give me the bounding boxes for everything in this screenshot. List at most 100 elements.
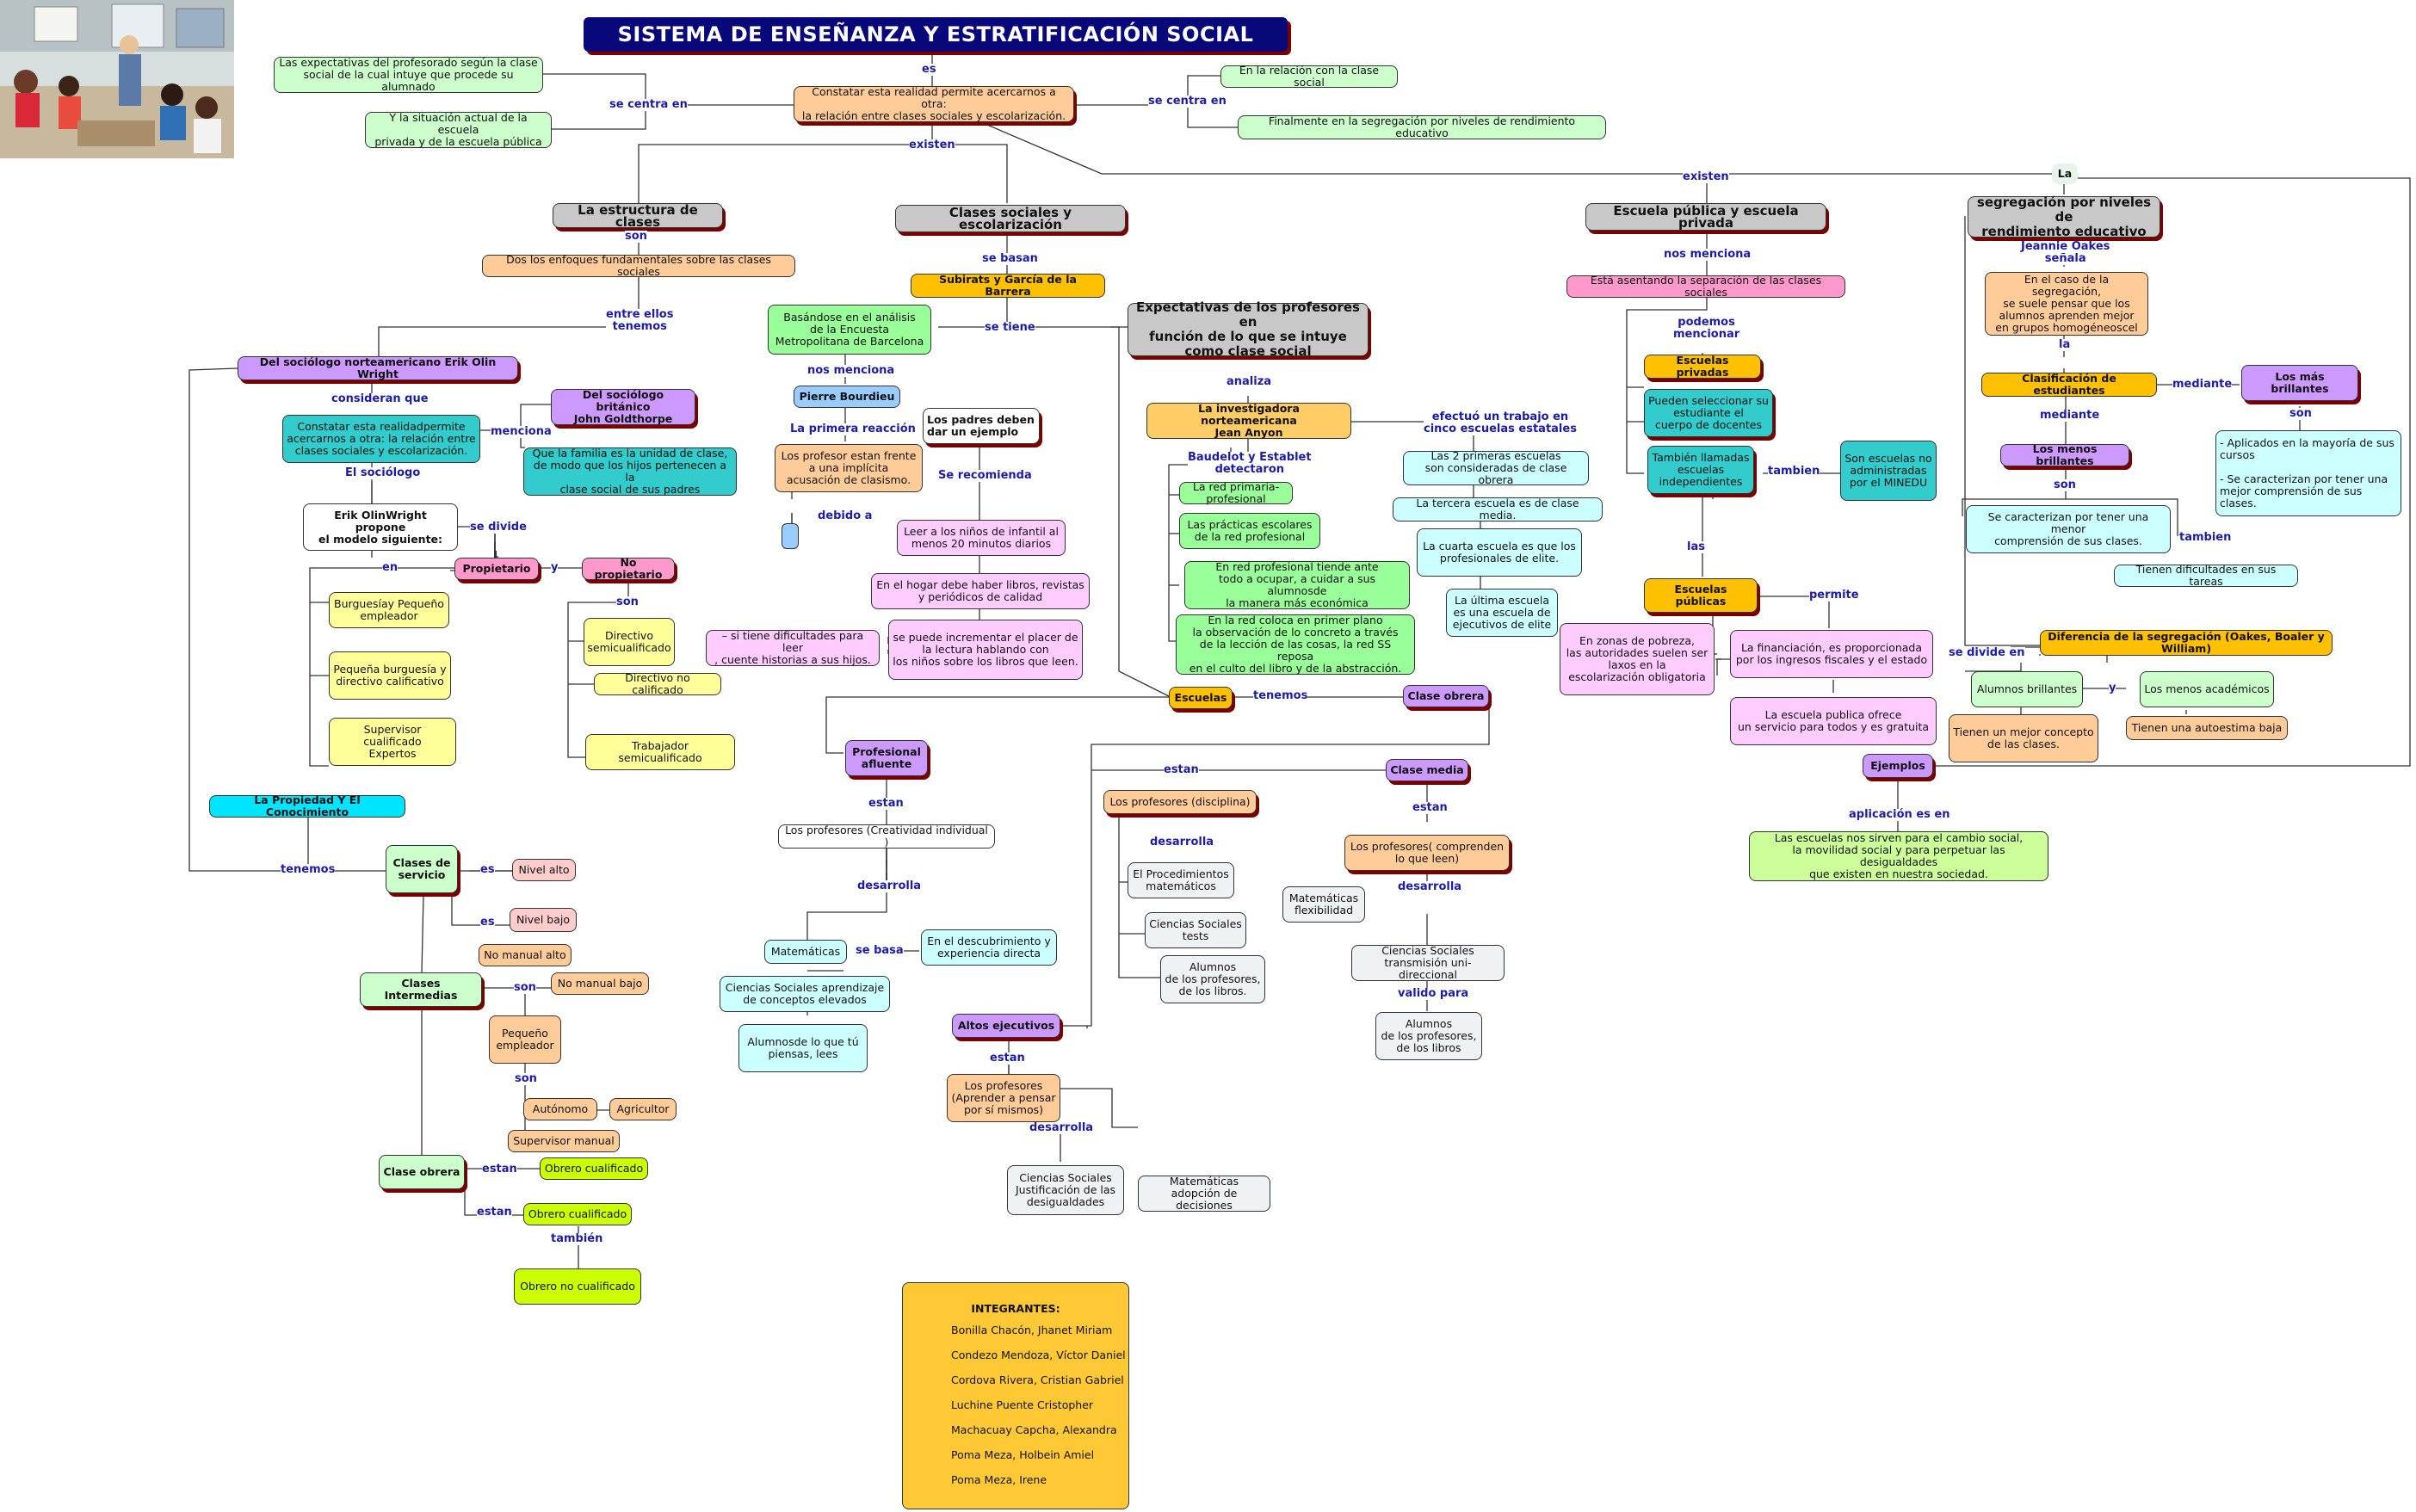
obrero-cualificado-1-node: Obrero cualificado [540, 1157, 648, 1180]
link-podemos: podemos mencionar [1673, 316, 1740, 341]
link-efectuo: efectuó un trabajo en cinco escuelas est… [1424, 410, 1577, 435]
expectativas-profesores-node: Expectativas de los profesores en funció… [1128, 300, 1369, 359]
link-son-4: son [515, 1072, 537, 1085]
ciencias-uni-node: Ciencias Sociales transmisión uni-direcc… [1351, 945, 1505, 981]
link-primera-reaccion: La primera reacción [790, 423, 916, 435]
supervisor-cualificado-node: Supervisor cualificado Expertos [329, 718, 456, 766]
mat-adopcion-node: Matemáticas adopción de decisiones [1138, 1176, 1270, 1212]
practicas-escolares-node: Las prácticas escolares de la red profes… [1179, 513, 1320, 549]
link-tenemos-2: tenemos [1253, 689, 1308, 702]
alumnos-tu-node: Alumnosde lo que tú piensas, lees [738, 1024, 868, 1072]
no-propietario-node: No propietario [582, 557, 675, 581]
analisis-node: Basándose en el análisis de la Encuesta … [768, 305, 931, 355]
supervisor-manual-node: Supervisor manual [508, 1130, 620, 1152]
link-mediante-2: mediante [2040, 409, 2100, 422]
link-se-recomienda: Se recomienda [938, 469, 1032, 482]
clase-obrera-node: Clase obrera [379, 1155, 465, 1189]
tareas-node: Tienen dificultades en sus tareas [2114, 564, 2298, 588]
alumnos-brillantes-node: Alumnos brillantes [1971, 671, 2083, 707]
link-es-1: es [480, 863, 495, 876]
hogar-libros-node: En el hogar debe haber libros, revistas … [871, 573, 1090, 609]
ciencias-tests-node: Ciencias Sociales tests [1145, 912, 1246, 948]
wright-node: Del sociólogo norteamericano Erik Olin W… [238, 356, 518, 380]
obrero-no-cualificado-node: Obrero no cualificado [514, 1268, 641, 1305]
core-node: Constatar esta realidad permite acercarn… [794, 86, 1074, 122]
link-desarrolla-3: desarrolla [857, 879, 922, 892]
profesores-comprenden-node: Los profesores( comprenden lo que leen) [1344, 835, 1510, 871]
link-la: la [2059, 338, 2071, 351]
link-tambien-2: tambien [1768, 465, 1820, 478]
alumnos-libros-1-node: Alumnos de los profesores, de los libros… [1160, 955, 1265, 1003]
link-se-basa: se basa [856, 944, 904, 957]
link-tambien-3: tambien [2179, 531, 2232, 544]
asentando-node: Está asentando la separación de las clas… [1566, 275, 1845, 299]
pequena-burguesia-node: Pequeña burguesía y directivo calificati… [329, 651, 451, 700]
link-el-sociologo: El sociólogo [345, 466, 421, 479]
escuelas-privadas-node: Escuelas privadas [1644, 355, 1761, 379]
constatar-node: Constatar esta realidadpermite acercarno… [282, 415, 480, 463]
trabajador-semi-node: Trabajador semicualificado [585, 734, 735, 770]
link-baudelot: Baudelot y Establet detectaron [1188, 451, 1312, 476]
link-son-2: son [616, 596, 639, 608]
link-estan-1: estan [482, 1163, 517, 1176]
clases-servicio-node: Clases de servicio [386, 845, 458, 893]
menos-academicos-node: Los menos académicos [2140, 671, 2274, 707]
link-son-5: son [2289, 407, 2312, 420]
obrero-cualificado-2-node: Obrero cualificado [523, 1203, 632, 1225]
link-las: las [1687, 540, 1705, 553]
caso-segregacion-node: En el caso de la segregación, se suele p… [1985, 272, 2148, 336]
padres-ejemplo-node: Los padres deben dar un ejemplo [923, 408, 1040, 444]
expectativas-profesorado-node: Las expectativas del profesorado según l… [274, 57, 543, 93]
link-se-tiene: se tiene [985, 321, 1035, 334]
link-se-divide-en: se divide en [1949, 646, 2025, 659]
goldthorpe-node: Del sociólogo británico John Goldthorpe [551, 389, 695, 425]
link-estan-pa: estan [868, 797, 904, 810]
bourdieu-node: Pierre Bourdieu [794, 386, 900, 408]
link-y: y [551, 561, 559, 574]
ofrece-node: La escuela publica ofrece un servicio pa… [1730, 697, 1937, 745]
link-entre-ellos: entre ellos tenemos [606, 308, 674, 333]
agricultor-node: Agricultor [609, 1098, 677, 1120]
aplicados-node: - Aplicados en la mayoría de sus cursos … [2215, 430, 2401, 516]
link-desarrolla-1: desarrolla [1150, 836, 1214, 849]
seleccionar-node: Pueden seleccionar su estudiante el cuer… [1644, 389, 1773, 437]
situacion-escuela-node: Y la situación actual de la escuela priv… [365, 112, 552, 148]
menos-brillantes-node: Los menos brillantes [2000, 443, 2129, 467]
profesores-creatividad-node: Los profesores (Creatividad individual ) [778, 824, 995, 849]
blank-node [782, 523, 799, 549]
cuarta-escuela-node: La cuarta escuela es que los profesional… [1417, 528, 1582, 577]
la-node: La [2052, 164, 2078, 184]
link-y-2: y [2109, 682, 2116, 694]
escuelas-publicas-node: Escuelas públicas [1644, 578, 1758, 613]
minedu-node: Son escuelas no administradas por el MIN… [1840, 441, 1937, 501]
link-se-centra-en-right: se centra en [1148, 95, 1227, 108]
red-profesional-node: En red profesional tiende ante todo a oc… [1184, 561, 1410, 609]
directivo-no-node: Directivo no calificado [594, 672, 721, 696]
member-item: Condezo Mendoza, Víctor Daniel [951, 1348, 1126, 1361]
profesores-disciplina-node: Los profesores (disciplina) [1103, 790, 1257, 814]
modelo-node: Erik OlinWright propone el modelo siguie… [303, 503, 458, 551]
financiacion-node: La financiación, es proporcionada por lo… [1730, 630, 1933, 678]
menor-comprension-node: Se caracterizan por tener una menor comp… [1966, 505, 2171, 553]
profesores-aprender-node: Los profesores (Aprender a pensar por sí… [947, 1074, 1060, 1122]
autonomo-node: Autónomo [523, 1098, 597, 1120]
ciencias-justificacion-node: Ciencias Sociales Justificación de las d… [1007, 1165, 1124, 1215]
clases-intermedias-node: Clases Intermedias [360, 972, 482, 1007]
pequeno-empleador-node: Pequeño empleador [489, 1015, 561, 1064]
link-mediante-1: mediante [2172, 378, 2233, 391]
escuela-publica-privada-node: Escuela pública y escuela privada [1585, 203, 1826, 231]
segregacion-title-node: segregación por niveles de rendimiento e… [1968, 194, 2160, 238]
link-es-2: es [480, 916, 495, 929]
link-son-3: son [514, 981, 536, 994]
link-estan-2: estan [477, 1206, 512, 1219]
link-analiza: analiza [1227, 375, 1272, 388]
link-tambien: también [551, 1232, 603, 1245]
link-existen-1: existen [909, 139, 955, 151]
link-debido-a: debido a [818, 509, 873, 522]
link-son: son [625, 230, 647, 243]
member-item: Poma Meza, Irene [951, 1473, 1047, 1486]
red-primaria-node: La red primaria-profesional [1179, 481, 1293, 505]
link-valido-para: valido para [1398, 987, 1469, 1000]
integrantes-heading: INTEGRANTES: [971, 1302, 1060, 1315]
